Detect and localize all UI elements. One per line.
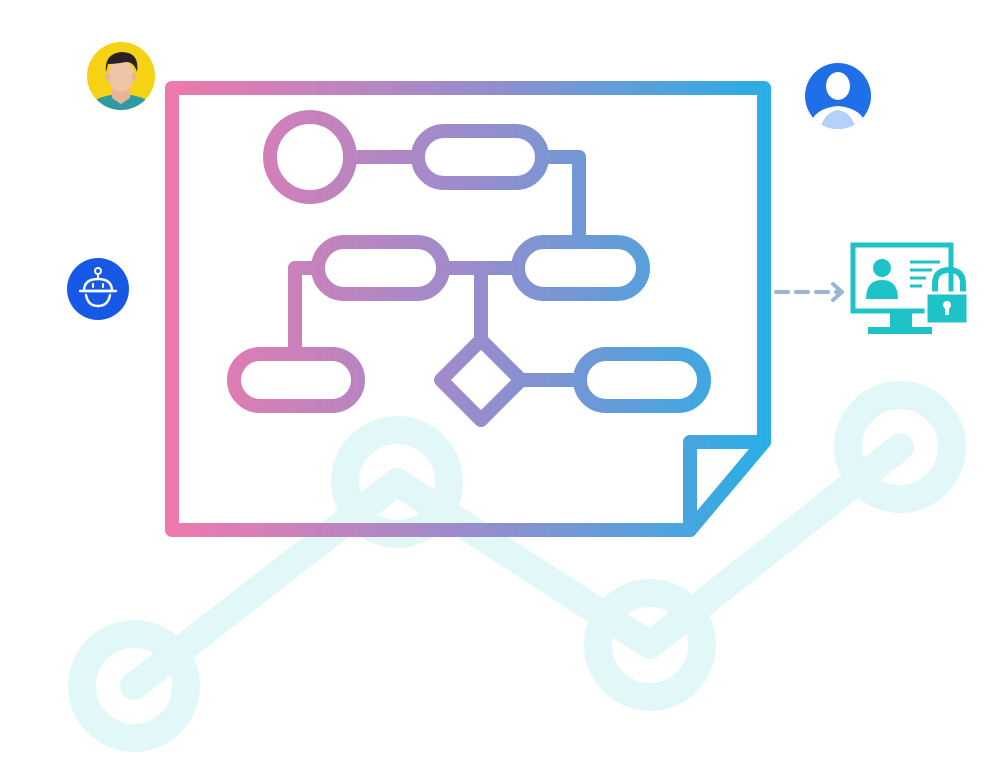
background-network bbox=[68, 381, 966, 752]
flowchart-start-node bbox=[263, 110, 357, 204]
secure-computer-icon bbox=[850, 242, 970, 334]
flowchart-process-1 bbox=[411, 124, 549, 190]
flowchart-process-3 bbox=[511, 235, 650, 301]
flowchart-process-5 bbox=[573, 347, 711, 413]
network-node bbox=[68, 620, 200, 752]
robot-icon bbox=[67, 258, 129, 320]
flowchart-process-4 bbox=[227, 347, 365, 413]
connector-process-1-to-process-3 bbox=[535, 150, 586, 247]
network-node bbox=[584, 579, 716, 711]
document-sheet bbox=[165, 81, 771, 537]
user-profile-icon bbox=[805, 63, 871, 129]
flowchart-process-2 bbox=[311, 235, 450, 301]
document-fold bbox=[683, 435, 771, 537]
flowchart bbox=[227, 110, 711, 427]
flowchart-decision-node bbox=[434, 333, 528, 427]
person-avatar-icon bbox=[87, 42, 155, 110]
connector-process-2-to-process-4 bbox=[288, 261, 325, 359]
dashed-arrow-icon bbox=[774, 282, 844, 302]
document-outline bbox=[165, 81, 771, 537]
network-node bbox=[834, 381, 966, 513]
